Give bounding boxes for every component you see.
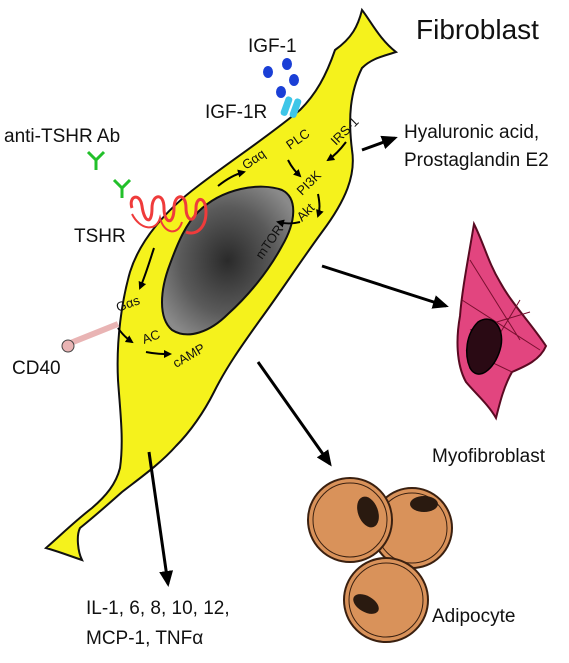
output-ha-line1: Hyaluronic acid, <box>404 122 540 143</box>
output-ha-line2: Prostaglandin E2 <box>404 150 549 171</box>
page-title: Fibroblast <box>416 14 539 45</box>
output-arrows <box>147 135 449 587</box>
igf1r-receptor <box>280 96 302 118</box>
label-anti-tshr-ab: anti-TSHR Ab <box>4 126 121 147</box>
output-cytokines-line2: MCP-1, TNFα <box>86 628 204 649</box>
output-adipocyte: Adipocyte <box>432 606 516 627</box>
label-igf1r: IGF-1R <box>205 102 268 123</box>
nucleus <box>161 185 295 336</box>
label-ac: AC <box>140 327 162 347</box>
anti-tshr-antibody-2 <box>112 178 132 198</box>
tshr-receptor-inner <box>131 213 183 233</box>
signalling-arrows <box>117 141 347 358</box>
anti-tshr-antibody-1 <box>86 150 106 170</box>
myofibroblast-cell <box>456 220 548 421</box>
label-cd40: CD40 <box>12 358 61 379</box>
adipocyte-cells <box>307 477 453 643</box>
label-igf1: IGF-1 <box>248 36 297 57</box>
igf1-ligands <box>263 58 299 98</box>
cd40-receptor <box>61 321 120 353</box>
tshr-receptor <box>129 195 208 235</box>
label-tshr: TSHR <box>74 226 126 247</box>
output-cytokines-line1: IL-1, 6, 8, 10, 12, <box>86 598 230 619</box>
output-myofibroblast: Myofibroblast <box>432 446 545 467</box>
